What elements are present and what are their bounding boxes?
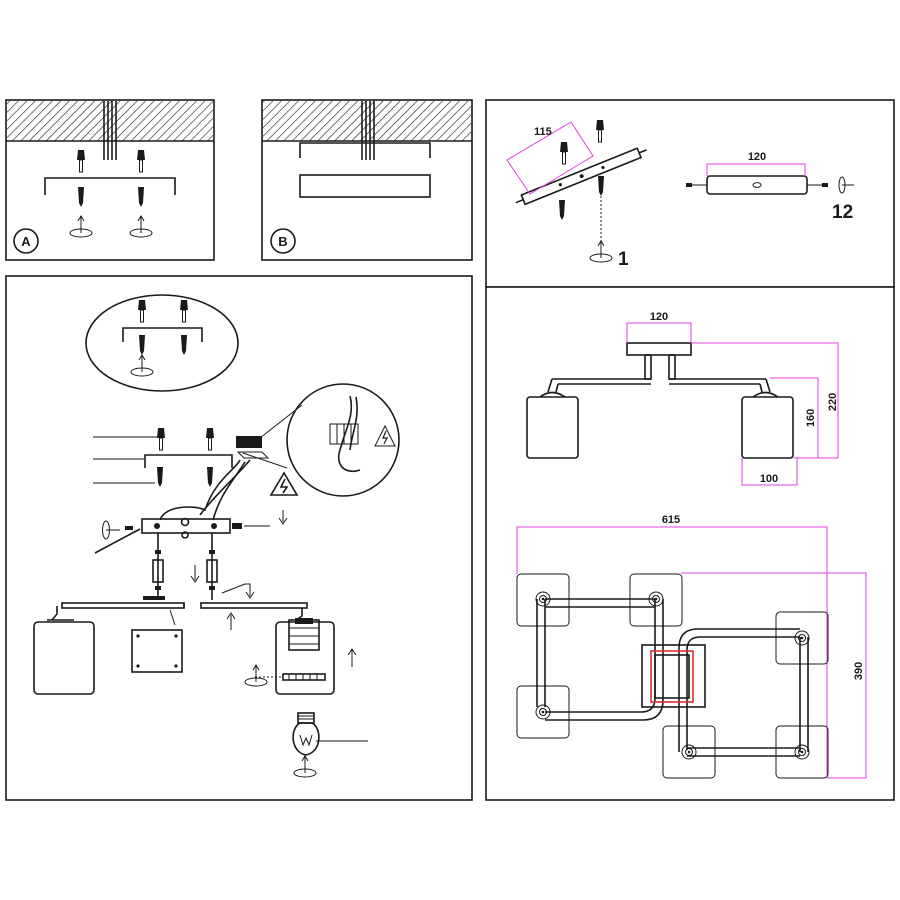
rod-qty-label: 12 xyxy=(832,202,853,223)
bracket-width-label: 115 xyxy=(534,126,552,138)
arrow-down-icon xyxy=(278,510,288,525)
glass-shade xyxy=(33,621,95,695)
mounting-bracket xyxy=(299,142,431,158)
rotate-icon xyxy=(102,520,120,540)
dimension-box xyxy=(506,121,594,195)
light-bulb-icon xyxy=(292,712,368,756)
socket-ring xyxy=(282,673,326,681)
rotate-icon xyxy=(838,176,854,194)
depth-dimension xyxy=(681,572,867,779)
panel-assembly xyxy=(5,275,473,801)
warning-icon xyxy=(269,471,299,496)
canopy xyxy=(626,342,692,356)
terminal-block xyxy=(236,436,262,448)
panel-a-label: A xyxy=(21,234,31,249)
canopy-width-label: 120 xyxy=(650,311,668,323)
angled-bracket xyxy=(515,147,647,206)
span-dimension xyxy=(516,526,828,778)
height-dimension xyxy=(691,342,839,459)
panel-a: A xyxy=(5,99,215,261)
span-depth-label: 390 xyxy=(853,662,865,680)
canopy-plate xyxy=(299,174,431,198)
mounting-rods xyxy=(152,533,218,600)
shade-right xyxy=(741,396,794,459)
panel-b: B xyxy=(261,99,473,261)
center-canopy xyxy=(641,644,706,708)
height-total-label: 220 xyxy=(827,393,839,411)
rod-width-label: 120 xyxy=(748,151,766,163)
span-width-label: 615 xyxy=(662,514,680,526)
ceiling-wires xyxy=(103,101,117,160)
canopy-highlight xyxy=(650,650,694,703)
shade-width-label: 100 xyxy=(760,473,778,485)
canopy-plate xyxy=(131,629,183,673)
arrow-down-icon xyxy=(190,565,200,583)
arrow-up-icon xyxy=(347,648,357,667)
panel-b-badge xyxy=(270,228,296,254)
panel-dimensions: 120 220 160 100 615 390 xyxy=(485,286,895,801)
rod-dimension xyxy=(706,163,806,176)
wiring-detail-bubble xyxy=(286,383,400,497)
shade-height-label: 160 xyxy=(805,409,817,427)
warning-icon xyxy=(374,424,396,447)
lamp-arm-right xyxy=(200,602,308,609)
panel-mounting-kit: 115 1 120 12 xyxy=(485,99,895,288)
shade-left xyxy=(526,396,579,459)
panel-b-label: B xyxy=(278,234,287,249)
panel-a-badge xyxy=(13,228,39,254)
bracket-qty-label: 1 xyxy=(618,249,629,270)
arrow-down-icon xyxy=(245,591,255,599)
mounting-bracket xyxy=(44,177,176,195)
detail-bubble xyxy=(85,294,239,392)
arrow-up-icon xyxy=(226,612,236,630)
